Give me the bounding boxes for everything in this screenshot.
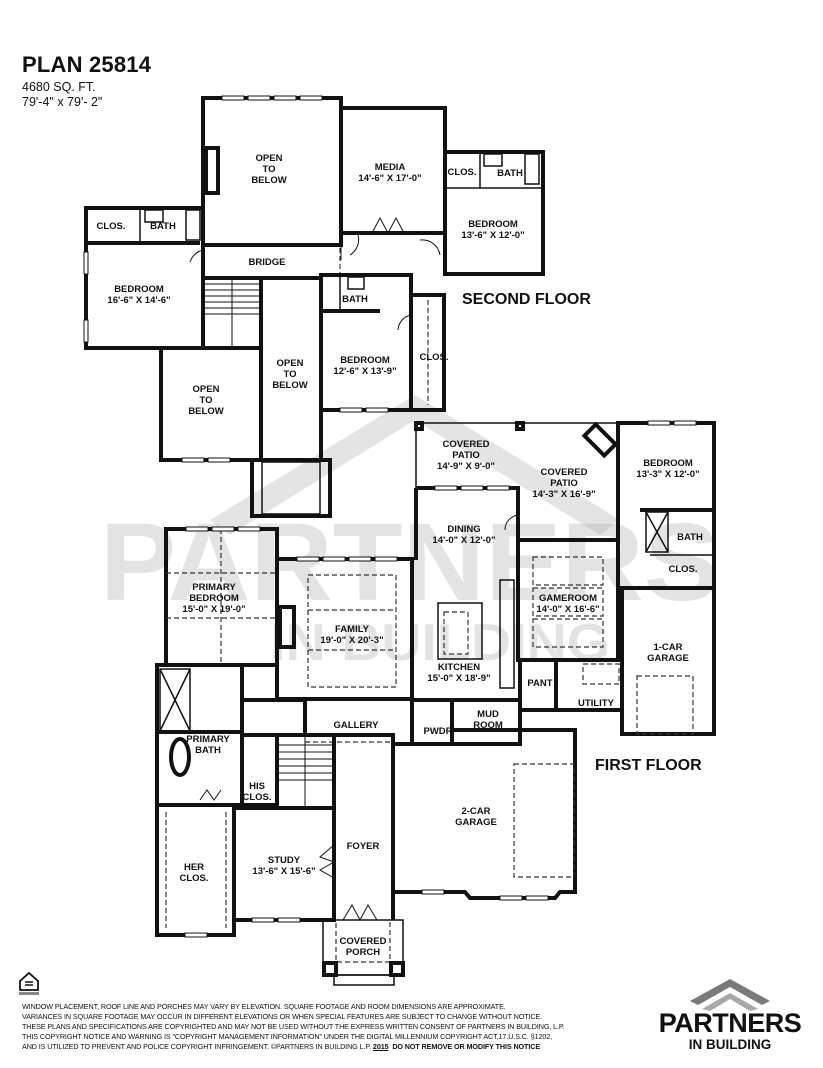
room-label-bridge: BRIDGE (249, 257, 286, 268)
room-label-bedroom-left: BEDROOM (114, 284, 164, 295)
svg-text:13'-6" X 15'-6": 13'-6" X 15'-6" (252, 866, 315, 877)
svg-text:PORCH: PORCH (346, 947, 380, 958)
overall-dimensions: 79'-4" x 79'- 2" (22, 95, 103, 109)
svg-text:14'-0" X 16'-6": 14'-0" X 16'-6" (536, 604, 599, 615)
room-label-dining: DINING (447, 524, 480, 535)
second-floor: SECOND FLOOR OPEN TO BELOW MEDIA 14'-6" … (83, 95, 591, 518)
svg-text:OPEN: OPEN (193, 384, 220, 395)
kitchen-island (437, 602, 483, 660)
svg-text:1-CAR: 1-CAR (653, 642, 682, 653)
svg-text:15'-0" X 19'-0": 15'-0" X 19'-0" (182, 604, 245, 615)
fireplace-icon (278, 605, 296, 649)
svg-text:CLOS.: CLOS. (96, 221, 125, 232)
svg-text:15'-0" X 18'-9": 15'-0" X 18'-9" (427, 673, 490, 684)
room-label-kitchen: KITCHEN (438, 662, 480, 673)
svg-text:13'-6" X 12'-0": 13'-6" X 12'-0" (461, 230, 524, 241)
svg-text:PANT: PANT (527, 678, 552, 689)
svg-text:COVERED: COVERED (443, 439, 490, 450)
svg-text:16'-6" X 14'-6": 16'-6" X 14'-6" (107, 295, 170, 306)
svg-text:14'-0" X 12'-0": 14'-0" X 12'-0" (432, 535, 495, 546)
svg-text:CLOS.: CLOS. (179, 873, 208, 884)
equal-housing-icon (19, 971, 39, 995)
svg-text:14'-9" X 9'-0": 14'-9" X 9'-0" (437, 461, 495, 472)
svg-text:BELOW: BELOW (188, 406, 223, 417)
svg-text:PRIMARY: PRIMARY (186, 734, 230, 745)
svg-text:GARAGE: GARAGE (647, 653, 689, 664)
svg-text:CLOS.: CLOS. (668, 564, 697, 575)
svg-text:BATH: BATH (342, 294, 368, 305)
room-powder (410, 698, 454, 746)
partners-in-building-logo: PARTNERS IN BUILDING (650, 975, 815, 1055)
room-foyer (332, 742, 395, 920)
room-closet-middle (409, 293, 446, 412)
copyright-year: 2015 (372, 1042, 389, 1051)
room-label-family: FAMILY (335, 624, 370, 635)
room-label-foyer: FOYER (347, 841, 380, 852)
svg-text:14'-3" X 16'-9": 14'-3" X 16'-9" (532, 489, 595, 500)
svg-text:CLOS.: CLOS. (447, 167, 476, 178)
room-label-study: STUDY (268, 855, 301, 866)
svg-text:PATIO: PATIO (452, 450, 480, 461)
room-label-2-car-garage: 2-CAR (461, 806, 490, 817)
legal-notice: WINDOW PLACEMENT, ROOF LINE AND PORCHES … (22, 1002, 565, 1051)
svg-text:BATH: BATH (195, 745, 221, 756)
svg-text:BELOW: BELOW (272, 380, 307, 391)
do-not-remove-notice: DO NOT REMOVE OR MODIFY THIS NOTICE (392, 1042, 541, 1051)
svg-text:ROOM: ROOM (473, 720, 503, 731)
plan-title: PLAN 25814 (22, 52, 152, 77)
svg-text:COVERED: COVERED (340, 936, 387, 947)
bathtub-icon (169, 737, 191, 777)
svg-text:TO: TO (199, 395, 212, 406)
room-label-gallery: GALLERY (333, 720, 379, 731)
svg-text:PRIMARY: PRIMARY (192, 582, 236, 593)
second-floor-label: SECOND FLOOR (462, 291, 591, 308)
svg-text:GARAGE: GARAGE (455, 817, 497, 828)
svg-text:PWDR: PWDR (423, 726, 452, 737)
first-floor: FIRST FLOOR COVERED PATIO 14'-9" X 9'-0"… (155, 420, 716, 986)
svg-text:TO: TO (262, 164, 275, 175)
svg-text:14'-6" X 17'-0": 14'-6" X 17'-0" (358, 173, 421, 184)
svg-text:CLOS.: CLOS. (419, 352, 448, 363)
svg-text:MUD: MUD (477, 709, 499, 720)
room-label-bedroom-first: BEDROOM (643, 458, 693, 469)
square-footage: 4680 SQ. FT. (22, 80, 96, 94)
svg-text:BATH: BATH (497, 168, 523, 179)
room-label-gameroom: GAMEROOM (539, 593, 597, 604)
svg-text:HIS: HIS (249, 781, 265, 792)
room-label-bedroom-right: BEDROOM (468, 219, 518, 230)
svg-text:12'-6" X 13'-9": 12'-6" X 13'-9" (333, 366, 396, 377)
first-floor-label: FIRST FLOOR (595, 757, 702, 774)
svg-text:BELOW: BELOW (251, 175, 286, 186)
room-mud (450, 698, 522, 732)
logo-roof-icon (690, 979, 770, 1011)
svg-text:13'-3" X 12'-0": 13'-3" X 12'-0" (636, 469, 699, 480)
room-bedroom-right (443, 150, 545, 276)
svg-text:HER: HER (184, 862, 204, 873)
svg-text:19'-0" X 20'-3": 19'-0" X 20'-3" (320, 635, 383, 646)
svg-text:BEDROOM: BEDROOM (189, 593, 239, 604)
svg-text:PATIO: PATIO (550, 478, 578, 489)
watermark-roof-icon (210, 395, 620, 535)
svg-text:BATH: BATH (677, 532, 703, 543)
svg-text:UTILITY: UTILITY (578, 698, 615, 709)
svg-text:TO: TO (283, 369, 296, 380)
svg-text:BATH: BATH (150, 221, 176, 232)
svg-text:OPEN: OPEN (256, 153, 283, 164)
svg-text:OPEN: OPEN (277, 358, 304, 369)
watermark-word2: IN BUILDING (270, 614, 610, 672)
svg-text:COVERED: COVERED (541, 467, 588, 478)
room-label-media: MEDIA (375, 162, 406, 173)
svg-text:CLOS.: CLOS. (242, 792, 271, 803)
room-label-bedroom-middle: BEDROOM (340, 355, 390, 366)
